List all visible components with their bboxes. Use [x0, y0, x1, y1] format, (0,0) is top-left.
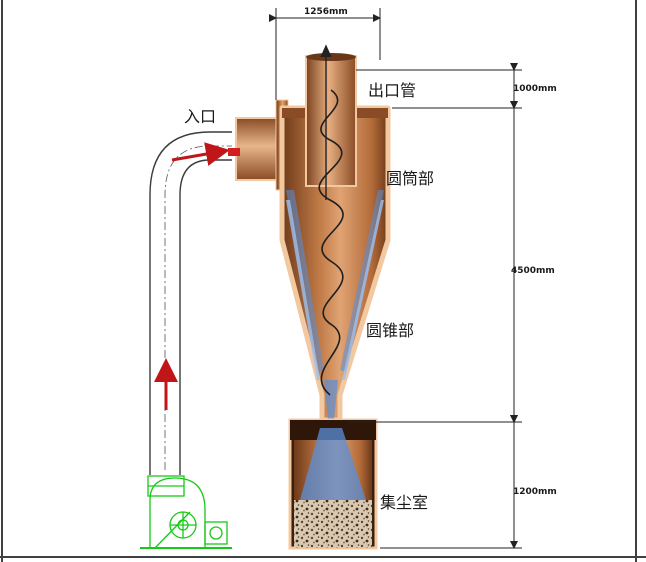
- dim-outlet-height: 1000mm: [513, 84, 557, 94]
- falling-dust: [300, 428, 366, 500]
- collected-dust: [294, 500, 372, 548]
- inlet-flow-arrow-horizontal: [171, 142, 230, 166]
- inlet-jet: [228, 148, 240, 156]
- dust-particles: [286, 190, 384, 420]
- centrifugal-fan-icon: [140, 475, 232, 549]
- dim-body-height: 4500mm: [511, 266, 555, 276]
- outlet-pipe: [305, 55, 357, 187]
- label-inlet: 入口: [184, 107, 216, 126]
- vortex-flow-line: [318, 89, 344, 396]
- outlet-pipe-top: [306, 53, 356, 61]
- dimension-lines: [269, 8, 522, 549]
- label-dust-chamber: 集尘室: [380, 493, 428, 512]
- dim-outlet-width: 1256mm: [304, 7, 348, 17]
- inlet-duct: [149, 131, 232, 475]
- dim-chamber-height: 1200mm: [513, 487, 557, 497]
- label-outlet-pipe: 出口管: [368, 81, 416, 100]
- label-cone: 圆锥部: [366, 321, 414, 340]
- label-cylinder: 圆筒部: [386, 169, 434, 188]
